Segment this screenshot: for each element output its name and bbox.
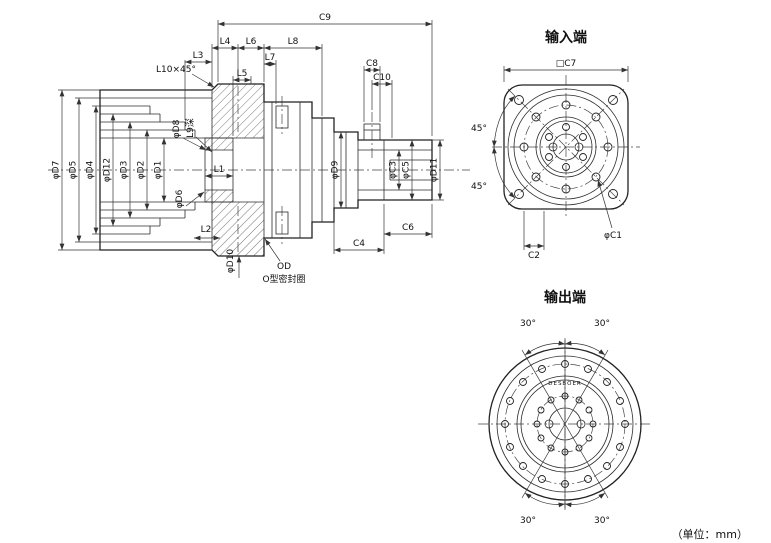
- dim-label-l4: L4: [220, 37, 231, 47]
- input-end-dimensions: [491, 66, 629, 250]
- dim-label-d2: φD2: [137, 161, 147, 180]
- input-view-title: 输入端: [545, 29, 587, 46]
- dim-label-d10: φD10: [226, 249, 236, 274]
- dim-label-d5: φD5: [69, 161, 79, 180]
- bolt-section-top: [275, 105, 289, 129]
- dim-label-l1: L1: [214, 165, 225, 175]
- dim-label-c2: C2: [528, 251, 540, 261]
- hub-section: [204, 137, 234, 203]
- seal-code-label: OD: [277, 262, 291, 272]
- input-center-bore: [552, 133, 580, 161]
- section-dim-labels: C9 L4 L6 L8 L3 L7 L10×45° L5 C8 C10 φD7 …: [52, 13, 440, 285]
- dim-label-d4: φD4: [86, 160, 96, 179]
- dim-label-c8: C8: [366, 59, 378, 69]
- input-end-view: 输入端: [471, 29, 640, 261]
- angle-label-30-bottom-left: 30°: [520, 516, 536, 526]
- angle-label-45-upper: 45°: [471, 124, 487, 134]
- seal-name-label: O型密封圈: [262, 273, 305, 285]
- dim-label-d7: φD7: [52, 161, 62, 180]
- output-view-title: 输出端: [544, 289, 586, 306]
- dim-label-l5: L5: [237, 69, 248, 79]
- angle-label-30-top-left: 30°: [520, 319, 536, 329]
- input-bolt-circle: [523, 104, 609, 190]
- dim-label-c6: C6: [402, 223, 414, 233]
- unit-note: （单位：mm）: [672, 527, 748, 541]
- dim-label-d11: φD11: [430, 158, 440, 182]
- dim-label-c1: φC1: [604, 231, 622, 241]
- dim-label-d3: φD3: [120, 161, 130, 180]
- input-end-geometry: [492, 75, 640, 219]
- section-view: C9 L4 L6 L8 L3 L7 L10×45° L5 C8 C10 φD7 …: [48, 13, 470, 285]
- dim-label-d8: φD8: [172, 119, 182, 138]
- dim-label-c3: φC3: [389, 161, 399, 179]
- angle-label-30-top-right: 30°: [594, 319, 610, 329]
- dim-label-l6: L6: [246, 37, 257, 47]
- dim-label-d1: φD1: [154, 161, 164, 180]
- dim-label-c4: C4: [353, 239, 365, 249]
- output-end-dimensions: [521, 340, 609, 508]
- dim-label-d9: φD9: [331, 160, 341, 179]
- dim-label-c7: □C7: [556, 59, 577, 69]
- dim-label-l2: L2: [201, 225, 212, 235]
- section-dimensions: [58, 20, 444, 278]
- dim-label-l10: L10×45°: [156, 65, 196, 75]
- output-end-view: 输出端 DESBOER: [478, 289, 652, 526]
- dim-label-d12: φD12: [103, 158, 113, 182]
- dim-label-d6: φD6: [175, 189, 185, 208]
- dim-label-l8: L8: [288, 37, 299, 47]
- angle-label-30-bottom-right: 30°: [594, 516, 610, 526]
- dim-label-l3: L3: [193, 51, 204, 61]
- brand-text: DESBOER: [548, 381, 582, 387]
- bolt-section-bottom: [275, 211, 289, 235]
- dim-label-l7: L7: [265, 53, 276, 63]
- angle-label-45-lower: 45°: [471, 182, 487, 192]
- dim-label-l9: L9深: [185, 118, 196, 138]
- set-screw: [363, 123, 381, 141]
- dim-label-c9: C9: [319, 13, 331, 23]
- dim-label-c5: φC5: [402, 161, 412, 179]
- dim-label-c10: C10: [373, 73, 391, 83]
